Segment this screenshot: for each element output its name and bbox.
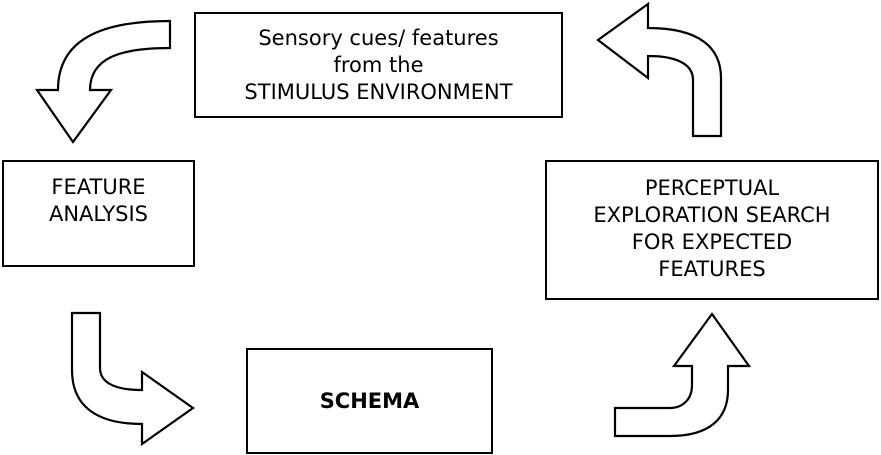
- perceptual-exploration-line-1: PERCEPTUAL: [644, 176, 780, 200]
- schema-box: SCHEMA: [246, 348, 493, 454]
- feature-analysis-box: FEATURE ANALYSIS: [2, 160, 195, 267]
- perceptual-exploration-box: PERCEPTUAL EXPLORATION SEARCH FOR EXPECT…: [545, 160, 879, 300]
- arrow-schema-to-perceptual-exploration: [613, 312, 752, 438]
- perceptual-exploration-line-2: EXPLORATION SEARCH: [593, 203, 831, 227]
- stimulus-environment-box: Sensory cues/ features from the STIMULUS…: [194, 12, 563, 118]
- stimulus-line-1: Sensory cues/ features: [258, 26, 499, 50]
- stimulus-line-2: from the: [333, 53, 424, 77]
- arrow-feature-analysis-to-schema: [70, 311, 195, 447]
- schema-label: SCHEMA: [319, 388, 420, 413]
- feature-analysis-line-2: ANALYSIS: [48, 202, 149, 226]
- perceptual-exploration-line-4: FEATURES: [658, 257, 766, 281]
- arrow-stimulus-to-feature-analysis: [34, 19, 172, 144]
- arrow-perceptual-exploration-to-stimulus: [596, 1, 723, 138]
- stimulus-line-3: STIMULUS ENVIRONMENT: [244, 80, 513, 104]
- feature-analysis-line-1: FEATURE: [51, 175, 146, 199]
- perceptual-exploration-line-3: FOR EXPECTED: [631, 230, 793, 254]
